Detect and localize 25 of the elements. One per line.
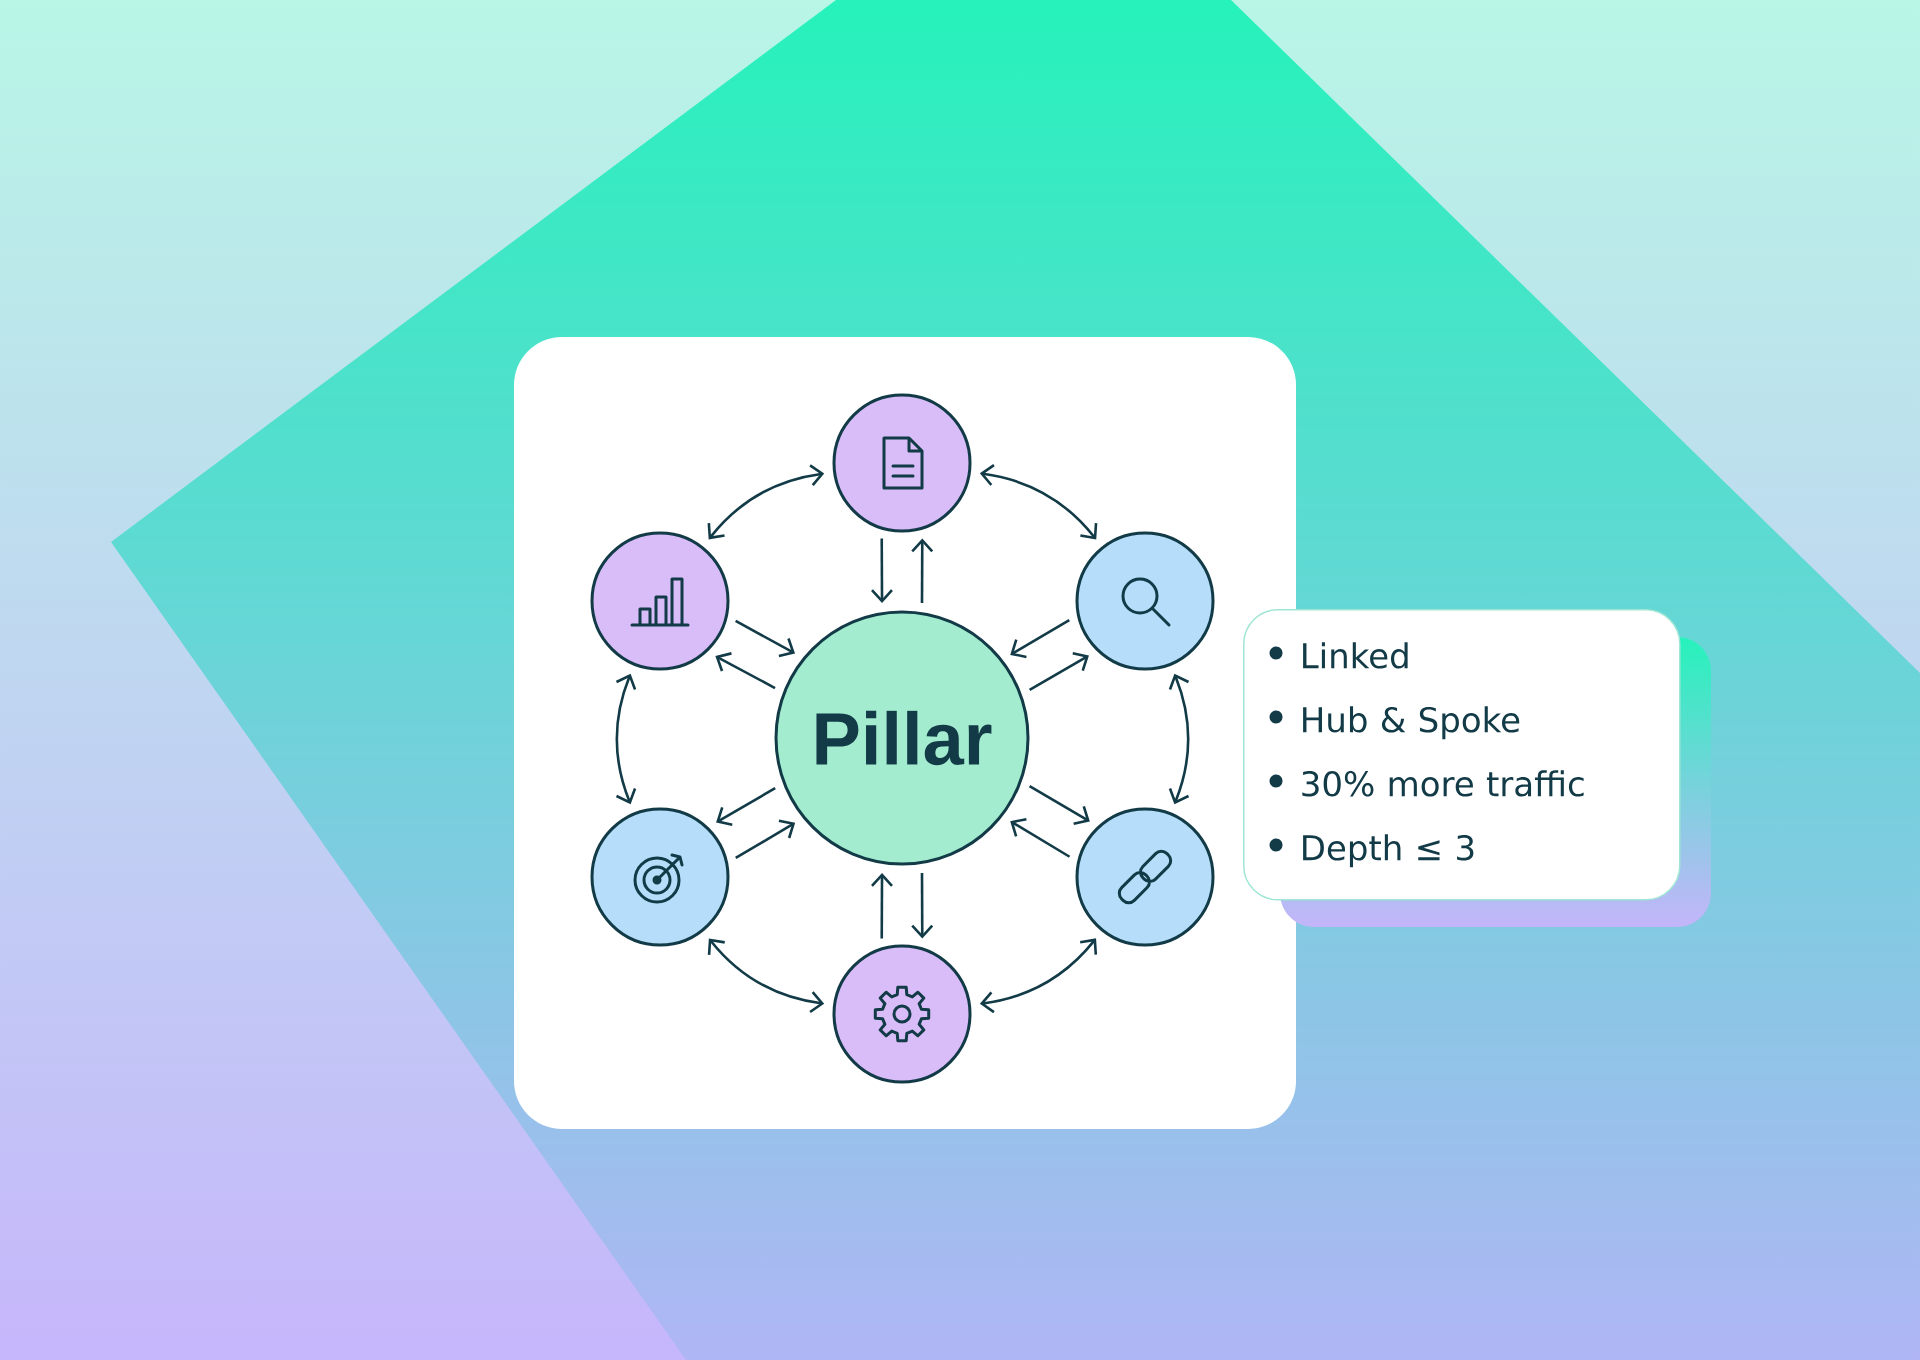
arrow bbox=[1028, 652, 1089, 691]
arrow bbox=[1028, 785, 1090, 825]
arrow bbox=[735, 819, 796, 860]
list-card: Linked Hub & Spoke 30% more traffic Depth ≤ 3 bbox=[1243, 609, 1681, 901]
topic-circle bbox=[832, 393, 972, 533]
arrow bbox=[707, 464, 825, 540]
arrow bbox=[1168, 673, 1190, 805]
arrow bbox=[911, 538, 934, 604]
topic-circle bbox=[590, 531, 730, 671]
topic-circle bbox=[832, 944, 972, 1084]
topic-circle bbox=[1075, 807, 1215, 947]
arrow bbox=[871, 538, 893, 604]
arrow bbox=[911, 872, 934, 939]
arrow bbox=[715, 652, 776, 690]
arrow bbox=[1010, 817, 1071, 858]
topic-circle bbox=[590, 807, 730, 947]
arrow bbox=[979, 464, 1098, 540]
topic-circle bbox=[1075, 531, 1215, 671]
arrow bbox=[735, 619, 796, 658]
arrow bbox=[716, 787, 776, 826]
arrow bbox=[979, 938, 1098, 1014]
arrow bbox=[707, 938, 825, 1014]
arrow bbox=[871, 872, 893, 939]
arrow bbox=[1010, 618, 1070, 659]
arrow bbox=[615, 673, 637, 805]
